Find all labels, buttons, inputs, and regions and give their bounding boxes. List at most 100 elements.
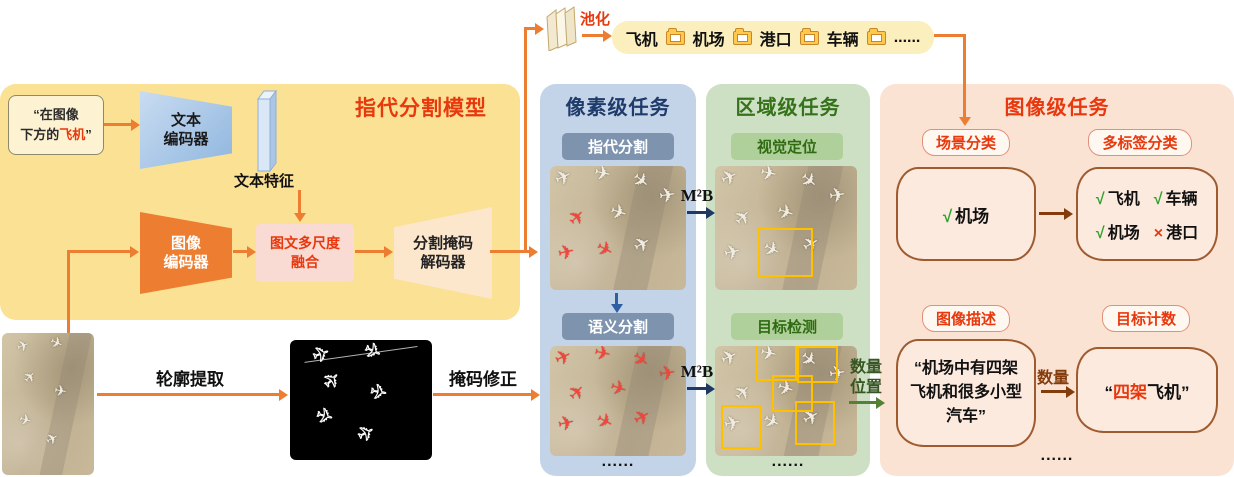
vocab-item: 港口 [759,31,792,49]
plane-icon: ✈ [318,367,347,396]
plane-icon: ✈ [312,404,335,431]
plane-icon: ✈ [606,375,630,403]
multilabel-item: √机场 [1095,225,1140,242]
plane-icon: ✈ [563,379,592,408]
count-highlight: 四架 [1113,382,1147,402]
multilabel-item: ×港口 [1153,225,1199,242]
image-encoder-block: 图像 编码器 [140,212,232,294]
check-icon: √ [1095,191,1105,208]
plane-icon: ✈ [551,346,577,372]
arrow-region-to-image-panel [849,401,877,404]
region-ellipsis: ...... [771,453,805,470]
text-query-note: “在图像 下方的飞机” [8,95,104,155]
connector-image-up [67,252,70,333]
folder-icon [665,27,685,45]
plane-icon: ✈ [42,429,62,451]
multilabel-item: √车辆 [1153,191,1198,208]
bounding-box [794,401,836,445]
plane-icon: ✈ [556,411,578,437]
multilabel-item: √飞机 [1095,191,1140,208]
plane-icon: ✈ [16,410,34,430]
m2b-label-top: M²B [680,186,714,205]
plane-icon: ✈ [551,166,577,192]
plane-icon: ✈ [729,204,757,232]
scene-result-box: √机场 [896,167,1036,261]
bounding-box [797,346,839,383]
mask-correction-label: 掩码修正 [449,370,517,389]
multilabel-results: √飞机 √车辆 √机场 ×港口 [1096,185,1198,243]
scene-result: √机场 [942,206,990,226]
referring-model-title: 指代分割模型 [355,97,487,120]
plane-icon: ✈ [367,380,389,406]
arrow-pooling-to-vocab [582,34,604,37]
plane-icon: ✈ [556,240,578,266]
image-ellipsis: ...... [1040,447,1074,464]
plane-icon: ✈ [758,166,780,187]
cross-icon: × [1153,225,1164,242]
bounding-box [757,228,813,277]
arrow-to-pooling-icon [524,27,536,30]
arrow-query-to-text-encoder [104,123,132,126]
check-icon: √ [942,206,953,226]
caption-result-box: “机场中有四架飞机和很多小型汽车” [896,339,1036,447]
arrow-contour-extraction [97,393,280,396]
plane-icon: ✈ [721,240,743,266]
query-line2: 下方的飞机” [20,127,92,142]
vocab-ellipsis: ...... [893,28,921,46]
quantity-position-label: 数量 位置 [849,359,882,396]
multilabel-classification-label: 多标签分类 [1088,129,1192,156]
multilabel-result-box: √飞机 √车辆 √机场 ×港口 [1076,167,1218,261]
pixel-panel-title: 像素级任务 [565,97,671,119]
bounding-box [720,405,762,449]
arrow-image-encoder-to-fusion [233,250,248,253]
query-highlight: 飞机 [59,127,86,142]
plane-icon: ✈ [46,333,66,354]
counting-text: “四架飞机” [1104,382,1190,402]
plane-icon: ✈ [591,166,613,187]
plane-icon: ✈ [19,366,41,388]
multiscale-fusion-block: 图文多尺度 融合 [256,224,354,282]
arrow-vocab-to-image-panel [963,36,966,118]
plane-icon: ✈ [14,336,32,357]
check-icon: √ [1095,225,1105,242]
region-panel-title: 区域级任务 [735,97,841,119]
referring-seg-image: ✈✈✈✈✈✈✈✈✈ [550,166,686,290]
folder-icon [732,27,752,45]
plane-icon: ✈ [629,403,656,432]
plane-icon: ✈ [606,200,630,227]
text-feature-bar-icon [253,88,281,179]
satellite-image-original: ✈✈✈✈✈✈ [2,333,94,475]
plane-icon: ✈ [626,346,654,375]
plane-icon: ✈ [592,408,618,436]
pooling-stack-icon [543,5,581,56]
visual-grounding-label: 视觉定位 [731,133,843,160]
plane-icon: ✈ [795,167,823,195]
class-vocabulary-box: 飞机 机场 港口 车辆 ...... [612,21,934,54]
vocab-item: 飞机 [625,31,658,49]
referring-seg-label: 指代分割 [562,133,674,160]
image-caption-label: 图像描述 [922,305,1010,332]
plane-icon: ✈ [359,340,385,366]
plane-icon: ✈ [52,382,68,402]
bounding-box [756,346,798,381]
object-counting-label: 目标计数 [1102,305,1190,332]
connector-vocab-right [934,34,966,37]
text-feature-label: 文本特征 [233,173,294,190]
folder-icon [799,27,819,45]
arrow-caption-to-counting [1041,390,1067,393]
plane-icon: ✈ [591,346,613,367]
counting-result-box: “四架飞机” [1076,347,1218,433]
m2b-label-bottom: M²B [680,362,714,381]
object-detection-image: ✈✈✈✈✈✈✈✈✈ [715,346,857,456]
arrow-scene-to-multilabel [1039,212,1065,215]
arrow-fusion-to-decoder [355,250,385,253]
scene-classification-label: 场景分类 [922,129,1010,156]
semantic-seg-label: 语义分割 [562,313,674,340]
vocab-item: 车辆 [826,31,859,49]
image-panel-title: 图像级任务 [1004,97,1110,119]
check-icon: √ [1153,191,1163,208]
arrow-m2b-bottom [687,387,707,390]
contour-extraction-label: 轮廓提取 [156,370,224,389]
arrow-m2b-top [687,211,707,214]
plane-icon: ✈ [309,341,333,369]
